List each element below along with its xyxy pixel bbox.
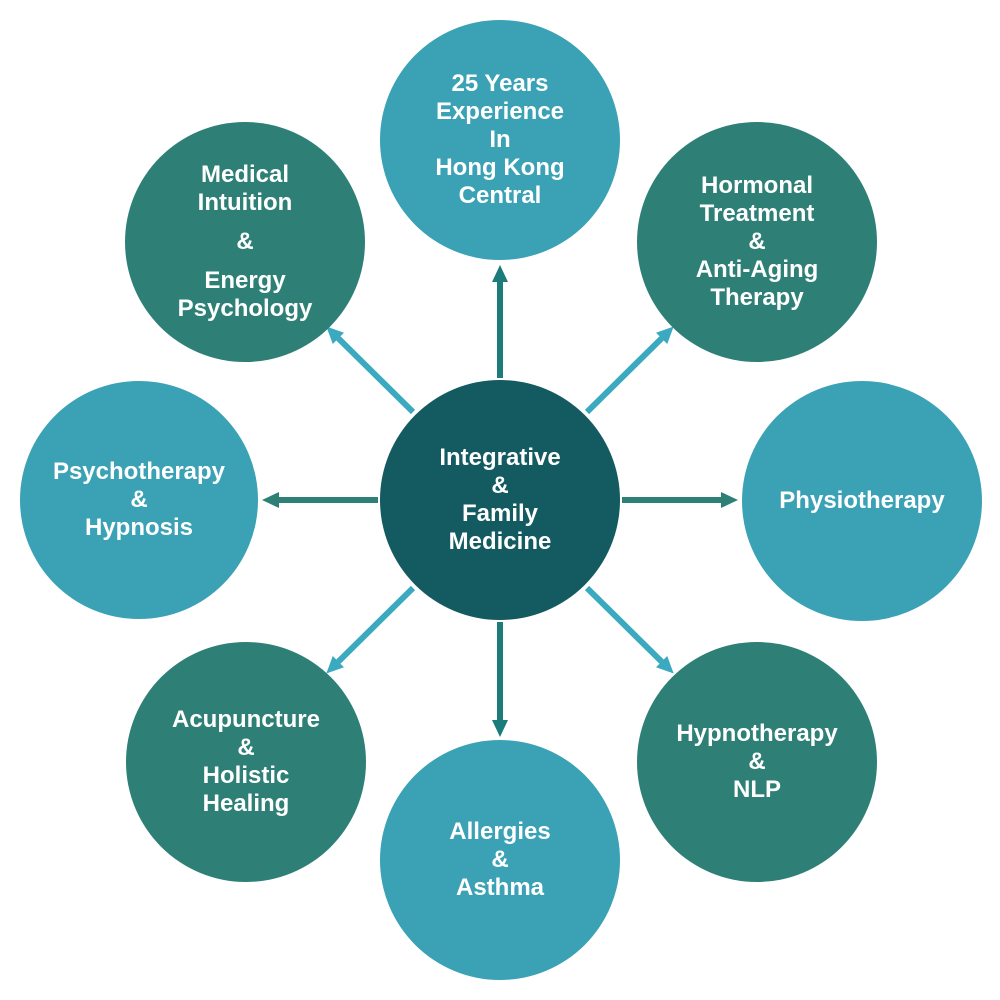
node-acupuncture-holistic-healing: Acupuncture & Holistic Healing xyxy=(126,642,366,882)
node-label-line: Hypnosis xyxy=(84,514,194,541)
node-label-line: Central xyxy=(458,182,542,209)
node-psychotherapy-hypnosis: Psychotherapy & Hypnosis xyxy=(20,381,258,619)
node-25-years-experience: 25 Years Experience In Hong Kong Central xyxy=(380,20,620,260)
node-label-line: Allergies xyxy=(449,818,551,845)
arrow-to-bottom-left xyxy=(326,585,416,674)
node-label-line: Healing xyxy=(202,790,290,817)
node-label-line: & xyxy=(748,748,766,775)
node-label-line: Family xyxy=(461,500,539,527)
node-label-line: Psychotherapy xyxy=(52,458,226,485)
node-label-line: Intuition xyxy=(197,189,293,216)
node-label-line: & xyxy=(130,486,148,513)
node-allergies-asthma: Allergies & Asthma xyxy=(380,740,620,980)
node-label-line: Physiotherapy xyxy=(779,487,945,514)
node-label-line: & xyxy=(236,228,254,255)
node-hypnotherapy-nlp: Hypnotherapy & NLP xyxy=(637,642,877,882)
node-label-line: Anti-Aging xyxy=(695,256,819,283)
node-label-line: Treatment xyxy=(699,200,815,227)
node-label-line: Holistic xyxy=(202,762,290,789)
arrow-to-top-left xyxy=(326,326,416,415)
node-label-line: Acupuncture xyxy=(171,706,320,733)
node-label-line: & xyxy=(748,228,766,255)
node-physiotherapy: Physiotherapy xyxy=(742,381,982,621)
arrow-to-top-right xyxy=(584,326,674,415)
node-label-line: Therapy xyxy=(710,284,804,311)
node-label-line: Asthma xyxy=(455,874,545,901)
node-label-line: & xyxy=(491,472,509,499)
node-label-line: Experience xyxy=(435,98,565,125)
node-label-line: & xyxy=(237,734,255,761)
node-label-line: Energy xyxy=(204,267,286,294)
node-label-line: Integrative xyxy=(439,444,561,471)
node-label-line: In xyxy=(489,126,511,153)
node-label-line: Hormonal xyxy=(700,172,813,199)
node-hormonal-treatment-anti-aging: Hormonal Treatment & Anti-Aging Therapy xyxy=(637,122,877,362)
node-medical-intuition-energy-psychology: Medical Intuition & Energy Psychology xyxy=(125,122,365,362)
node-label-line: Psychology xyxy=(177,295,313,322)
node-label-line: NLP xyxy=(733,776,781,803)
arrow-to-bottom-right xyxy=(584,585,674,674)
node-integrative-family-medicine: Integrative & Family Medicine xyxy=(380,380,620,620)
node-label-line: Hypnotherapy xyxy=(676,720,838,747)
node-label-line: Hong Kong xyxy=(435,154,565,181)
node-label-line: Medical xyxy=(200,161,290,188)
node-label-line: & xyxy=(491,846,509,873)
node-label-line: 25 Years xyxy=(451,70,549,97)
node-label-line: Medicine xyxy=(448,528,552,555)
